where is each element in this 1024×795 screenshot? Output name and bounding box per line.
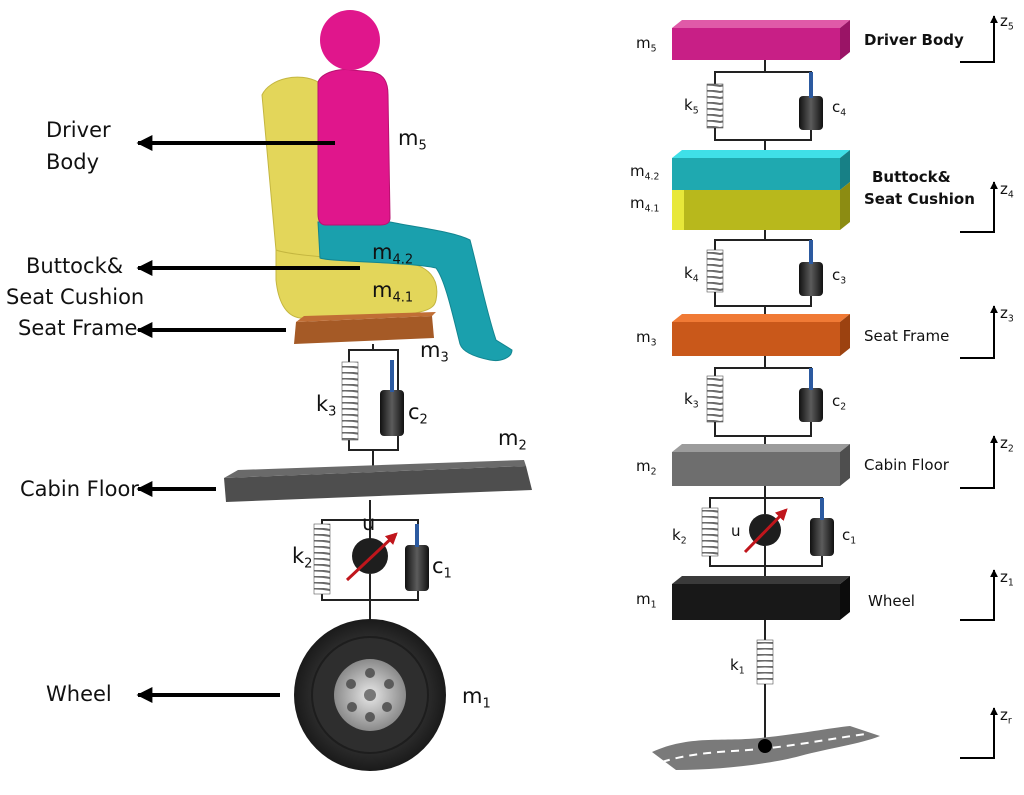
right-symbol-m2: m2 — [636, 457, 657, 478]
right-label-wheel: Wheel — [868, 592, 915, 610]
cabin-floor-block — [224, 466, 532, 502]
spring-damper-k4-c3 — [706, 230, 823, 320]
block-m41-front — [672, 190, 840, 230]
spring-k2 — [313, 523, 331, 595]
axis-z5 — [960, 15, 998, 63]
left-symbol-u: u — [362, 511, 376, 535]
block-m3-top — [672, 314, 850, 322]
left-label-wheel: Wheel — [46, 682, 112, 706]
right-symbol-k5: k5 — [684, 96, 699, 117]
right-symbol-z5: z5 — [1000, 12, 1014, 33]
driver-head — [320, 10, 380, 70]
left-symbol-c1: c1 — [432, 554, 452, 582]
road-centerline — [661, 733, 867, 763]
right-symbol-m3: m3 — [636, 328, 657, 349]
axis-zr — [960, 707, 998, 759]
right-symbol-c2: c2 — [832, 392, 847, 413]
right-symbol-m42: m4.2 — [630, 162, 660, 183]
block-m1-front — [672, 584, 840, 620]
right-label-driver-body: Driver Body — [864, 31, 964, 49]
right-symbol-m5: m5 — [636, 34, 657, 55]
block-m41-side — [840, 182, 850, 230]
right-symbol-c3: c3 — [832, 266, 847, 287]
right-label-cabin-floor: Cabin Floor — [864, 456, 949, 474]
block-m42-top — [672, 150, 850, 158]
left-label-driver-body-line2: Body — [46, 150, 100, 174]
right-symbol-k2: k2 — [672, 526, 687, 547]
block-m5-front — [672, 28, 840, 60]
damper-c2-body — [380, 390, 404, 436]
spring-damper-k2-u-c1 — [701, 486, 834, 580]
spring-k1 — [756, 620, 774, 745]
block-m2-front — [672, 452, 840, 486]
damper-c1-body — [405, 545, 429, 591]
left-symbol-m3: m3 — [420, 338, 449, 366]
left-symbol-m41: m4.1 — [372, 278, 414, 306]
left-label-buttock-line1: Buttock& — [26, 254, 124, 278]
block-m41-left — [672, 190, 684, 230]
road-contact-point — [758, 739, 772, 753]
block-m42-side — [840, 150, 850, 190]
axis-z3 — [960, 305, 998, 359]
left-label-buttock-line2: Seat Cushion — [6, 285, 145, 309]
left-label-cabin-floor: Cabin Floor — [20, 477, 139, 501]
left-symbol-k3: k3 — [316, 392, 337, 420]
driver-torso — [317, 69, 391, 226]
right-label-buttock-line1: Buttock& — [872, 168, 951, 186]
block-m5-side — [840, 20, 850, 60]
right-schematic — [652, 15, 998, 770]
right-symbol-k4: k4 — [684, 264, 699, 285]
seat-frame-top — [296, 312, 436, 322]
block-m1-top — [672, 576, 850, 584]
block-m1-side — [840, 576, 850, 620]
right-symbol-c4: c4 — [832, 98, 847, 119]
spring-damper-k5-c4 — [706, 60, 823, 152]
right-label-seat-frame: Seat Frame — [864, 327, 950, 345]
right-label-buttock-line2: Seat Cushion — [864, 190, 975, 208]
coordinate-axes — [960, 15, 998, 759]
right-symbol-k1: k1 — [730, 656, 745, 677]
right-symbol-z3: z3 — [1000, 304, 1014, 325]
right-symbol-z4: z4 — [1000, 180, 1014, 201]
left-symbol-m1: m1 — [462, 684, 491, 712]
axis-z1 — [960, 569, 998, 621]
left-3d-model — [136, 10, 532, 771]
rim-spokes — [346, 668, 394, 722]
spring-damper-k3-c2 — [706, 356, 823, 450]
left-label-seat-frame: Seat Frame — [18, 316, 138, 340]
left-label-driver-body-line1: Driver — [46, 118, 111, 142]
left-symbol-m5: m5 — [398, 126, 427, 154]
axis-z4 — [960, 181, 998, 233]
left-symbol-m42: m4.2 — [372, 240, 414, 268]
block-m3-front — [672, 322, 840, 356]
block-m42-front — [672, 158, 840, 190]
left-symbol-c2: c2 — [408, 400, 428, 428]
actuator-u-arrow — [345, 532, 398, 582]
axis-z2 — [960, 435, 998, 489]
right-symbol-m41: m4.1 — [630, 194, 660, 215]
cabin-floor-top — [224, 460, 526, 478]
right-symbol-m1: m1 — [636, 590, 657, 611]
block-m2-side — [840, 444, 850, 486]
right-symbol-c1: c1 — [842, 526, 857, 547]
driver-legs — [317, 221, 513, 361]
right-symbol-u: u — [731, 522, 741, 540]
spring-k3 — [341, 361, 359, 441]
block-m2-top — [672, 444, 850, 452]
left-symbol-k2: k2 — [292, 544, 313, 572]
right-symbol-zr: zr — [1000, 706, 1012, 727]
block-m5-top — [672, 20, 850, 28]
right-symbol-z2: z2 — [1000, 434, 1014, 455]
left-symbol-m2: m2 — [498, 426, 527, 454]
right-symbol-k3: k3 — [684, 390, 699, 411]
right-symbol-z1: z1 — [1000, 568, 1014, 589]
block-m3-side — [840, 314, 850, 356]
seat-frame-block — [294, 316, 434, 344]
